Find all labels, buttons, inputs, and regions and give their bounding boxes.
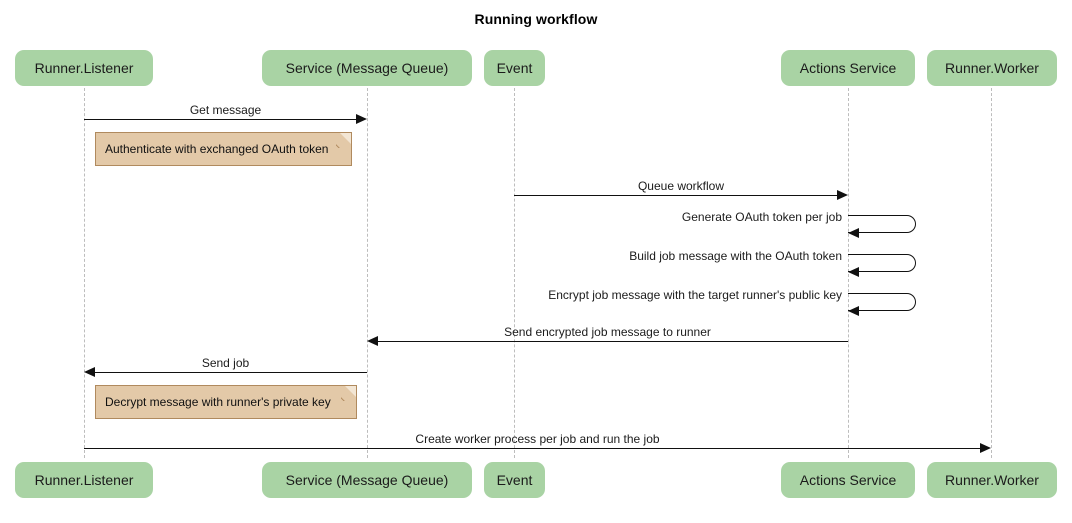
participant-label: Runner.Listener xyxy=(34,60,134,76)
self-loop-encrypt-job-message xyxy=(848,293,916,311)
message-line-send-job xyxy=(95,372,367,373)
message-label-send-job: Send job xyxy=(201,356,250,370)
message-arrowhead-encrypt-job-message xyxy=(848,306,859,316)
participant-label: Runner.Listener xyxy=(34,472,134,488)
message-label-create-worker-process: Create worker process per job and run th… xyxy=(415,432,660,446)
lifeline-runner-listener xyxy=(84,88,85,458)
message-arrowhead-queue-workflow xyxy=(837,190,848,200)
message-arrowhead-generate-oauth-token xyxy=(848,228,859,238)
participant-event-bottom[interactable]: Event xyxy=(484,462,545,498)
note-label: Authenticate with exchanged OAuth token xyxy=(105,142,329,156)
message-arrowhead-get-message xyxy=(356,114,367,124)
note-authenticate: Authenticate with exchanged OAuth token xyxy=(95,132,352,166)
participant-service-message-queue-top[interactable]: Service (Message Queue) xyxy=(262,50,472,86)
participant-runner-listener-bottom[interactable]: Runner.Listener xyxy=(15,462,153,498)
participant-runner-worker-top[interactable]: Runner.Worker xyxy=(927,50,1057,86)
note-label: Decrypt message with runner's private ke… xyxy=(105,395,331,409)
participant-label: Event xyxy=(496,472,533,488)
message-line-queue-workflow xyxy=(514,195,838,196)
participant-label: Event xyxy=(496,60,533,76)
lifeline-runner-worker xyxy=(991,88,992,458)
message-label-send-encrypted-job-message: Send encrypted job message to runner xyxy=(504,325,711,339)
participant-service-message-queue-bottom[interactable]: Service (Message Queue) xyxy=(262,462,472,498)
participant-label: Actions Service xyxy=(799,472,897,488)
participant-event-top[interactable]: Event xyxy=(484,50,545,86)
message-arrowhead-send-job xyxy=(84,367,95,377)
participant-runner-worker-bottom[interactable]: Runner.Worker xyxy=(927,462,1057,498)
message-label-queue-workflow: Queue workflow xyxy=(637,179,725,193)
page-title: Running workflow xyxy=(474,11,598,27)
participant-label: Actions Service xyxy=(799,60,897,76)
participant-label: Service (Message Queue) xyxy=(285,472,449,488)
note-decrypt: Decrypt message with runner's private ke… xyxy=(95,385,357,419)
lifeline-event xyxy=(514,88,515,458)
self-loop-generate-oauth-token xyxy=(848,215,916,233)
message-line-get-message xyxy=(84,119,357,120)
participant-label: Runner.Worker xyxy=(945,60,1039,76)
participant-label: Runner.Worker xyxy=(945,472,1039,488)
message-line-create-worker-process xyxy=(84,448,981,449)
lifeline-service-message-queue xyxy=(367,88,368,458)
message-label-build-job-message: Build job message with the OAuth token xyxy=(629,249,842,263)
participant-actions-service-bottom[interactable]: Actions Service xyxy=(781,462,915,498)
participant-label: Service (Message Queue) xyxy=(285,60,449,76)
note-fold-edge-icon xyxy=(336,133,351,148)
note-fold-edge-icon xyxy=(341,386,356,401)
message-arrowhead-build-job-message xyxy=(848,267,859,277)
message-label-get-message: Get message xyxy=(189,103,262,117)
message-arrowhead-create-worker-process xyxy=(980,443,991,453)
message-arrowhead-send-encrypted-job-message xyxy=(367,336,378,346)
participant-actions-service-top[interactable]: Actions Service xyxy=(781,50,915,86)
self-loop-build-job-message xyxy=(848,254,916,272)
message-line-send-encrypted-job-message xyxy=(378,341,848,342)
message-label-generate-oauth-token: Generate OAuth token per job xyxy=(681,210,842,224)
participant-runner-listener-top[interactable]: Runner.Listener xyxy=(15,50,153,86)
message-label-encrypt-job-message: Encrypt job message with the target runn… xyxy=(548,288,842,302)
